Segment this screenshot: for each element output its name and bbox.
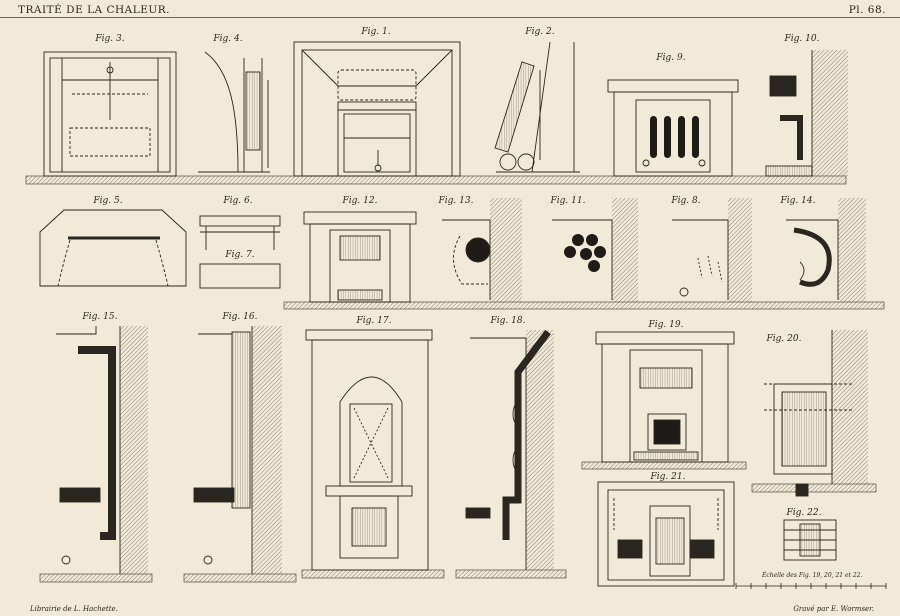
fig-label-16: Fig. 16. (222, 312, 258, 322)
fig16-floor (183, 573, 297, 583)
fig-label-13: Fig. 13. (438, 196, 474, 206)
fig-label-21: Fig. 21. (650, 472, 686, 482)
fig-9-drawing (607, 79, 739, 177)
fig-label-15: Fig. 15. (82, 312, 118, 322)
scale-bar (735, 583, 887, 589)
fig15-floor (39, 573, 153, 583)
fig-label-7: Fig. 7. (225, 250, 255, 260)
fig-label-19: Fig. 19. (648, 320, 684, 330)
fig-label-9: Fig. 9. (656, 53, 686, 63)
fig-label-18: Fig. 18. (490, 316, 526, 326)
fig-20-drawing (764, 330, 868, 497)
fig-label-14: Fig. 14. (780, 196, 816, 206)
row1-floor (25, 175, 847, 185)
publisher-credit: Librairie de L. Hachette. (30, 605, 118, 613)
fig-10-drawing (765, 50, 848, 177)
fig-label-17: Fig. 17. (356, 316, 392, 326)
fig-label-4: Fig. 4. (213, 34, 243, 44)
fig-label-10: Fig. 10. (784, 34, 820, 44)
fig-2-drawing (494, 41, 580, 173)
fig-14-drawing (786, 198, 866, 302)
fig-label-8: Fig. 8. (671, 196, 701, 206)
fig-label-12: Fig. 12. (342, 196, 378, 206)
fig-label-20: Fig. 20. (766, 334, 802, 344)
fig-13-drawing (442, 198, 522, 302)
fig-17-drawing (305, 329, 433, 571)
fig-6-drawing (199, 215, 281, 250)
fig17-floor (301, 569, 445, 579)
fig-12-drawing (303, 211, 417, 303)
header-rule (0, 17, 900, 18)
plate-title: TRAITÉ DE LA CHALEUR. (18, 4, 170, 16)
scale-label: Échelle des Fig. 19, 20, 21 et 22. (762, 572, 863, 579)
fig-1-drawing (293, 41, 461, 177)
fig-label-5: Fig. 5. (93, 196, 123, 206)
fig-4-drawing (198, 51, 270, 173)
row2-floor (283, 301, 885, 310)
fig-label-11: Fig. 11. (550, 196, 586, 206)
fig-label-1: Fig. 1. (361, 27, 391, 37)
fig-11-drawing (552, 198, 638, 302)
plate-number: Pl. 68. (848, 4, 886, 16)
fig-19-drawing (595, 331, 735, 463)
fig-3-drawing (43, 51, 177, 177)
fig-16-drawing (193, 326, 282, 574)
fig-label-6: Fig. 6. (223, 196, 253, 206)
fig-label-2: Fig. 2. (525, 27, 555, 37)
fig-label-3: Fig. 3. (95, 34, 125, 44)
fig-18-drawing (465, 329, 554, 570)
engraver-credit: Gravé par E. Wormser. (793, 605, 874, 613)
fig-22-drawing (783, 519, 837, 561)
fig-15-drawing (56, 326, 148, 574)
fig-label-22: Fig. 22. (786, 508, 822, 518)
fig20-floor (751, 483, 877, 493)
fig19-floor (581, 461, 747, 470)
fig-7-drawing (199, 263, 281, 289)
fig-21-drawing (597, 481, 735, 587)
fig-5-drawing (39, 209, 187, 287)
fig18-floor (455, 569, 567, 579)
fig-8-drawing (672, 198, 752, 302)
